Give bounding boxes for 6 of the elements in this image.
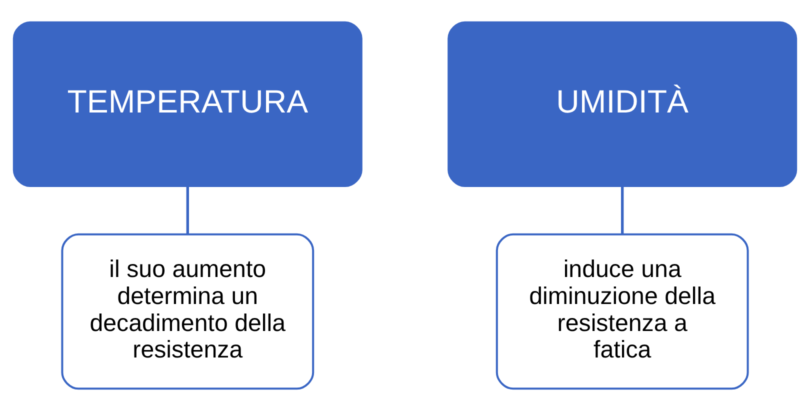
node-box: il suo aumento determina un decadimento della resistenza	[61, 233, 314, 390]
node-box: UMIDITÀ	[448, 21, 798, 188]
connector	[186, 186, 189, 234]
connector	[621, 186, 624, 234]
node-box: induce una diminuzione della resistenza a fatica	[496, 233, 749, 390]
node-box: TEMPERATURA	[12, 21, 362, 188]
